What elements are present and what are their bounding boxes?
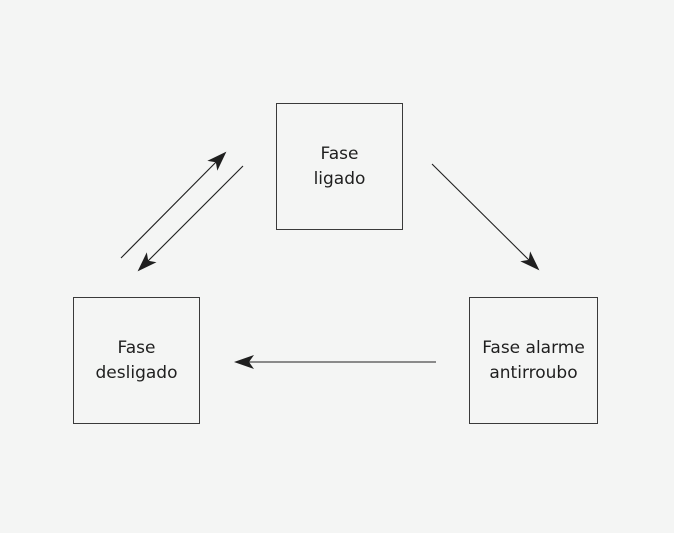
state-ligado-line2: ligado — [313, 168, 366, 189]
state-desligado-line2: desligado — [95, 362, 178, 383]
state-box-desligado: Fase desligado — [73, 297, 200, 424]
arrow-off-to-on — [120, 151, 227, 259]
state-desligado-line1: Fase — [117, 337, 156, 358]
arrow-on-to-off — [137, 165, 244, 272]
state-ligado-line1: Fase — [320, 143, 359, 164]
state-box-ligado: Fase ligado — [276, 103, 403, 230]
arrow-on-to-alarm — [431, 163, 540, 271]
state-alarme-line2: antirroubo — [489, 362, 578, 383]
state-alarme-line1: Fase alarme — [482, 337, 585, 358]
state-box-alarme-antirroubo: Fase alarme antirroubo — [469, 297, 598, 424]
